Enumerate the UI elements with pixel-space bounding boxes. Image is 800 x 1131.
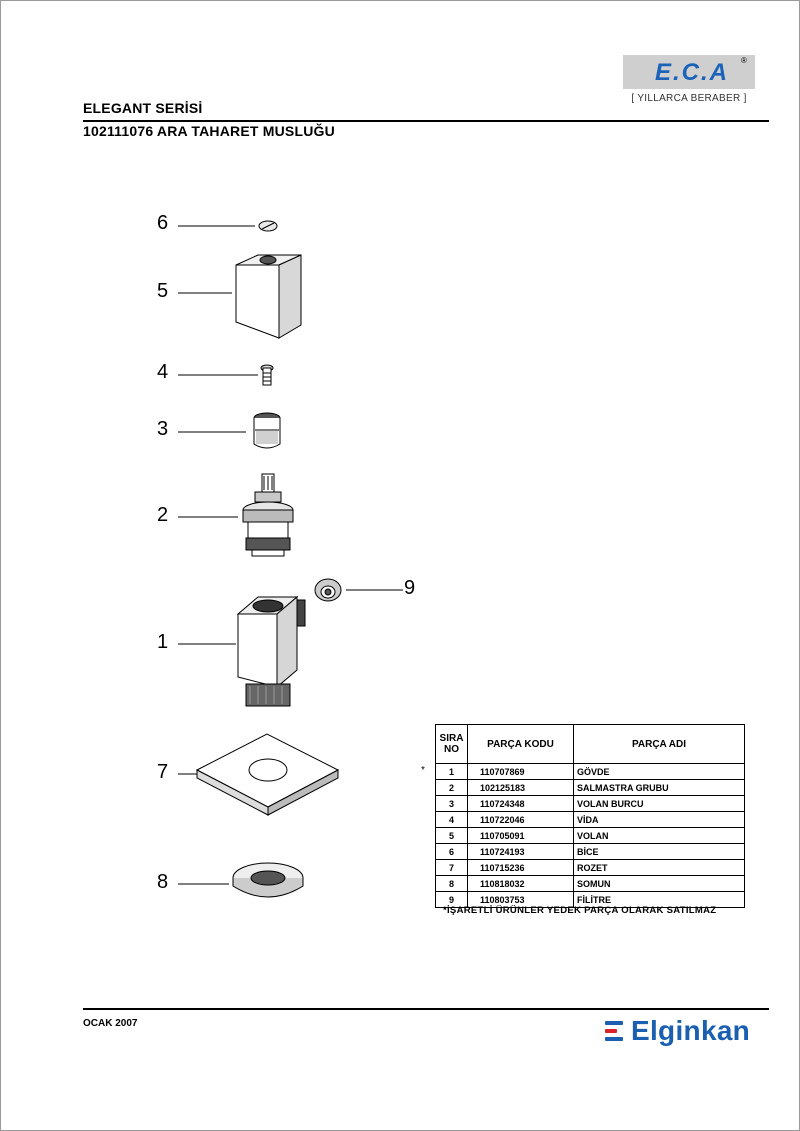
label-part-4: 4 bbox=[157, 361, 169, 383]
row-no: 1 bbox=[435, 763, 468, 780]
marker-asterisk: * bbox=[421, 765, 425, 776]
part-4-screw bbox=[260, 364, 274, 386]
part-7-rosette bbox=[195, 733, 340, 816]
row-code: 110724348 bbox=[467, 795, 574, 812]
label-part-3: 3 bbox=[157, 418, 169, 440]
part-2-cartridge bbox=[242, 473, 294, 557]
part-6-cap bbox=[258, 220, 278, 232]
part-9-filter bbox=[314, 578, 342, 602]
eca-slogan: [ YILLARCA BERABER ] bbox=[631, 93, 747, 104]
row-name: FİLİTRE bbox=[573, 891, 745, 908]
label-part-1: 1 bbox=[157, 631, 169, 653]
spare-parts-note: *İŞARETLİ ÜRÜNLER YEDEK PARÇA OLARAK SAT… bbox=[443, 905, 717, 916]
footer-rule bbox=[83, 1008, 769, 1010]
row-name: VİDA bbox=[573, 811, 745, 828]
row-name: GÖVDE bbox=[573, 763, 745, 780]
label-part-6: 6 bbox=[157, 212, 169, 234]
label-part-8: 8 bbox=[157, 871, 169, 893]
row-code: 110715236 bbox=[467, 859, 574, 876]
elginkan-mark-icon bbox=[605, 1020, 625, 1042]
header-sira-no: SIRA NO bbox=[435, 724, 468, 764]
row-code: 110722046 bbox=[467, 811, 574, 828]
label-part-9: 9 bbox=[404, 577, 416, 599]
table-header-row: SIRA NO PARÇA KODU PARÇA ADI bbox=[435, 724, 745, 764]
row-code: 102125183 bbox=[467, 779, 574, 796]
header-no: NO bbox=[444, 744, 459, 755]
row-no: 3 bbox=[435, 795, 468, 812]
label-part-5: 5 bbox=[157, 280, 169, 302]
row-code: 110707869 bbox=[467, 763, 574, 780]
row-code: 110724193 bbox=[467, 843, 574, 860]
part-5-handle bbox=[235, 254, 302, 339]
part-1-body bbox=[236, 595, 306, 707]
row-name: VOLAN bbox=[573, 827, 745, 844]
eca-logo-text: E.C.A bbox=[655, 59, 730, 86]
label-part-2: 2 bbox=[157, 504, 169, 526]
part-3-bushing bbox=[253, 412, 281, 449]
row-name: ROZET bbox=[573, 859, 745, 876]
product-title: 102111076 ARA TAHARET MUSLUĞU bbox=[83, 123, 335, 139]
header-rule bbox=[83, 120, 769, 122]
row-name: VOLAN BURCU bbox=[573, 795, 745, 812]
row-no: 8 bbox=[435, 875, 468, 892]
document-date: OCAK 2007 bbox=[83, 1018, 138, 1029]
label-part-7: 7 bbox=[157, 761, 169, 783]
series-title: ELEGANT SERİSİ bbox=[83, 100, 203, 116]
row-no: 7 bbox=[435, 859, 468, 876]
registered-mark: ® bbox=[741, 56, 747, 65]
elginkan-logo-text: Elginkan bbox=[631, 1015, 751, 1046]
row-code: 110705091 bbox=[467, 827, 574, 844]
row-name: BİCE bbox=[573, 843, 745, 860]
row-no: 5 bbox=[435, 827, 468, 844]
row-no: 6 bbox=[435, 843, 468, 860]
eca-logo bbox=[623, 55, 755, 89]
row-no: 4 bbox=[435, 811, 468, 828]
header-sira: SIRA bbox=[439, 733, 464, 744]
header-parca-adi: PARÇA ADI bbox=[573, 724, 745, 764]
header-parca-kodu: PARÇA KODU bbox=[467, 724, 574, 764]
row-name: SOMUN bbox=[573, 875, 745, 892]
part-8-nut bbox=[232, 862, 304, 898]
row-no: 2 bbox=[435, 779, 468, 796]
row-code: 110818032 bbox=[467, 875, 574, 892]
row-name: SALMASTRA GRUBU bbox=[573, 779, 745, 796]
elginkan-logo: Elginkan bbox=[605, 1015, 750, 1047]
